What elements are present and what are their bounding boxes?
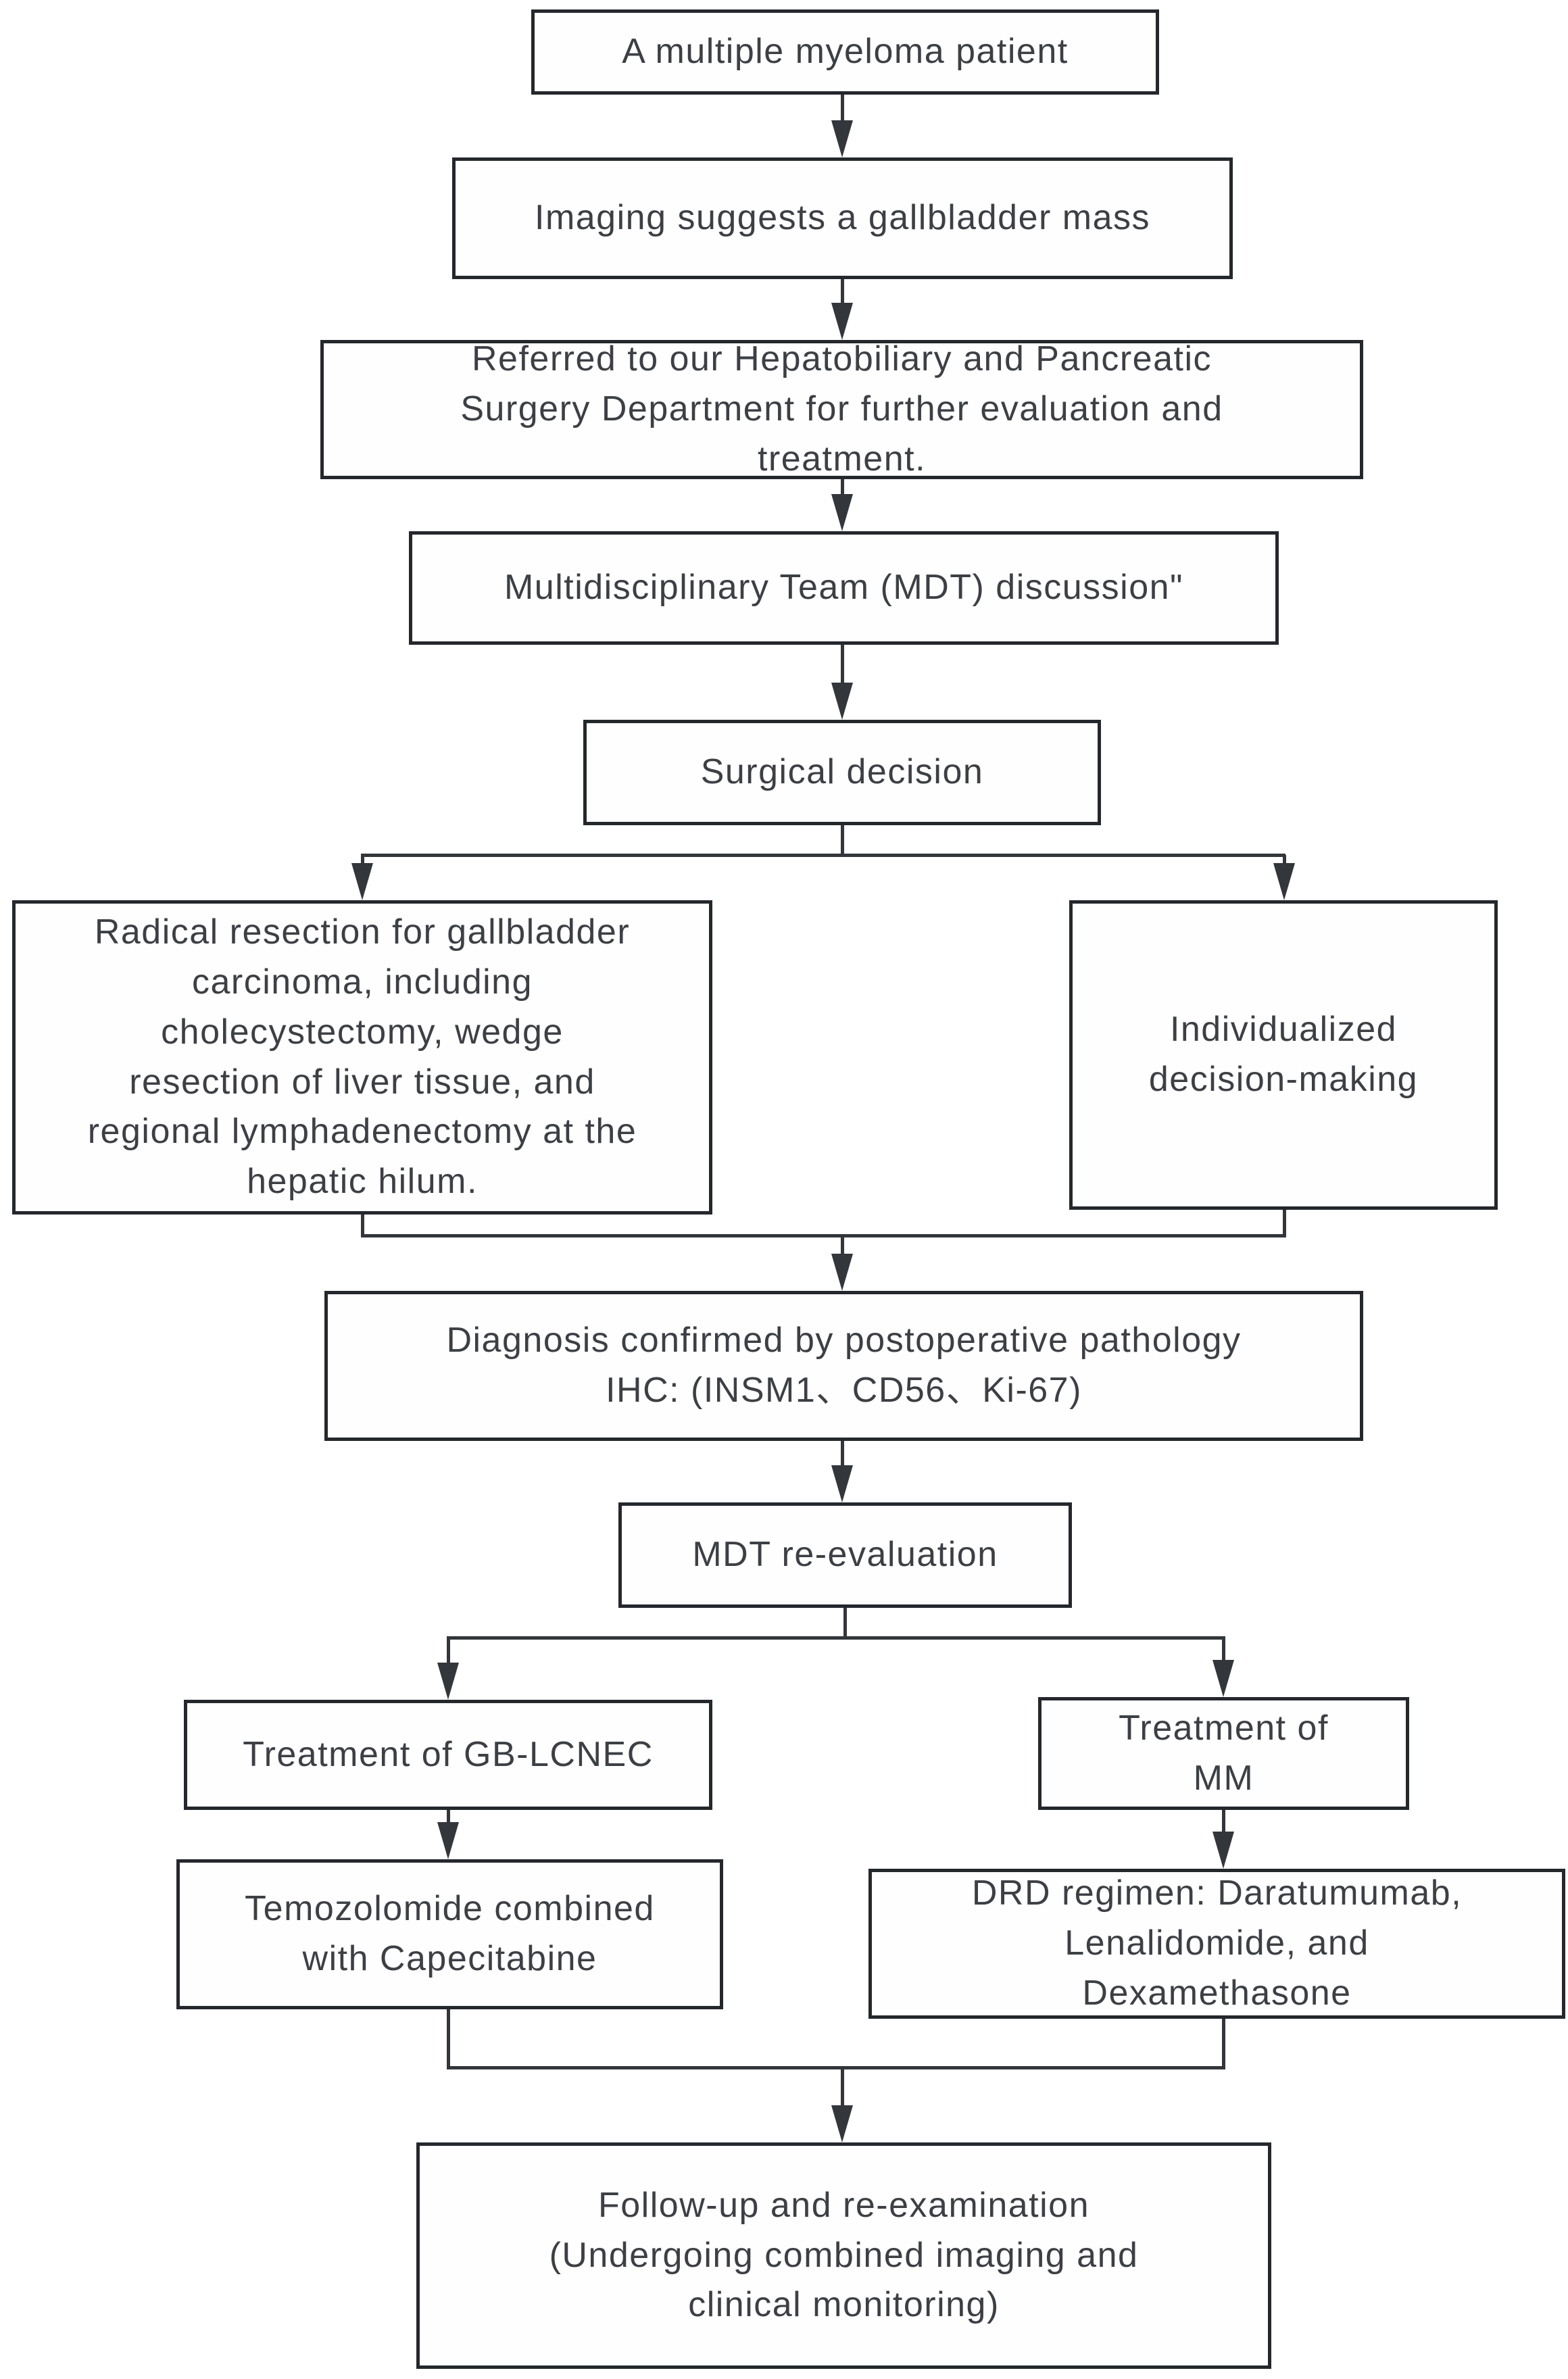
edge-line-merge-n14 (841, 2068, 844, 2107)
arrowhead-n1-n2 (831, 120, 853, 157)
arrowhead-n4-n5 (831, 683, 853, 720)
node-text: resection of liver tissue, and (129, 1062, 595, 1102)
edge-split-bar-treatment (447, 1636, 1225, 1640)
arrowhead-n3-n4 (831, 494, 853, 531)
node-text: with Capecitabine (302, 1939, 597, 1978)
node-text: A multiple myeloma patient (622, 32, 1069, 72)
arrowhead-n10-n12 (437, 1822, 459, 1859)
node-text: cholecystectomy, wedge (161, 1012, 564, 1052)
node-mdt-re-evaluation: MDT re-evaluation (618, 1502, 1072, 1608)
edge-line-n6-merge (361, 1215, 364, 1237)
arrowhead-n11-n13 (1212, 1832, 1234, 1869)
node-referred-hepatobiliary: Referred to our Hepatobiliary and Pancre… (320, 339, 1363, 479)
node-text: MM (1193, 1758, 1254, 1798)
node-text: carcinoma, including (191, 962, 533, 1002)
node-treatment-mm: Treatment of MM (1038, 1697, 1409, 1810)
edge-line-merge-n8 (841, 1236, 844, 1255)
arrowhead-merge-n14 (831, 2105, 853, 2142)
node-text: Multidisciplinary Team (MDT) discussion" (504, 568, 1184, 608)
edge-line-n1-n2 (841, 95, 844, 122)
node-text: Treatment of GB-LCNEC (243, 1734, 654, 1774)
edge-merge-bar-pathology (361, 1234, 1285, 1237)
node-text: hepatic hilum. (247, 1162, 478, 1202)
node-mdt-discussion: Multidisciplinary Team (MDT) discussion" (409, 531, 1279, 645)
edge-merge-bar-followup (447, 2066, 1225, 2069)
node-treatment-gb-lcnec: Treatment of GB-LCNEC (184, 1700, 712, 1810)
arrowhead-split-n11 (1212, 1660, 1234, 1697)
node-text: Referred to our Hepatobiliary and Pancre… (471, 339, 1212, 379)
node-text: Imaging suggests a gallbladder mass (535, 198, 1150, 238)
node-text: Lenalidomide, and (1064, 1923, 1369, 1963)
node-follow-up: Follow-up and re-examination (Undergoing… (416, 2142, 1271, 2369)
node-individualized-decision: Individualized decision-making (1069, 900, 1498, 1210)
edge-line-n10-n12 (447, 1810, 450, 1823)
edge-line-n7-merge (1283, 1210, 1286, 1237)
node-text: DRD regimen: Daratumumab, (971, 1873, 1463, 1913)
node-text: clinical monitoring) (688, 2285, 1000, 2325)
node-text: (Undergoing combined imaging and (549, 2235, 1139, 2275)
edge-line-n12-merge (447, 2009, 450, 2069)
node-diagnosis-pathology: Diagnosis confirmed by postoperative pat… (324, 1291, 1363, 1441)
node-temozolomide-capecitabine: Temozolomide combined with Capecitabine (176, 1859, 723, 2009)
node-multiple-myeloma-patient: A multiple myeloma patient (531, 9, 1159, 95)
node-text: Surgery Department for further evaluatio… (460, 389, 1223, 429)
node-text: Dexamethasone (1082, 1973, 1352, 2013)
edge-line-n8-n9 (841, 1441, 844, 1467)
node-text: IHC: (INSM1、CD56、Ki-67) (606, 1371, 1082, 1410)
arrowhead-split-n7 (1273, 863, 1295, 900)
edge-split-bar-surgical (361, 854, 1285, 857)
arrowhead-split-n6 (351, 863, 373, 900)
edge-line-split-n10 (447, 1638, 450, 1664)
edge-line-split-n11 (1222, 1638, 1225, 1661)
arrowhead-split-n10 (437, 1663, 459, 1700)
node-surgical-decision: Surgical decision (583, 720, 1101, 825)
node-text: regional lymphadenectomy at the (87, 1112, 637, 1152)
edge-line-n11-n13 (1222, 1810, 1225, 1833)
edge-line-split-n7 (1283, 855, 1286, 864)
node-text: Radical resection for gallbladder (94, 912, 631, 952)
node-text: Diagnosis confirmed by postoperative pat… (446, 1321, 1242, 1360)
node-text: treatment. (757, 439, 927, 479)
node-text: Temozolomide combined (245, 1889, 655, 1929)
edge-line-n9-split (843, 1608, 847, 1639)
node-text: Treatment of (1119, 1708, 1329, 1748)
arrowhead-merge-n8 (831, 1254, 853, 1291)
node-text: MDT re-evaluation (692, 1535, 998, 1575)
edge-line-n5-split (841, 825, 844, 856)
node-text: Surgical decision (700, 752, 984, 792)
edge-line-n4-n5 (841, 645, 844, 684)
node-text: decision-making (1148, 1060, 1419, 1099)
edge-line-split-n6 (361, 855, 364, 864)
node-radical-resection: Radical resection for gallbladder carcin… (12, 900, 712, 1215)
edge-line-n13-merge (1222, 2019, 1225, 2069)
edge-line-n3-n4 (841, 479, 844, 495)
arrowhead-n8-n9 (831, 1465, 853, 1502)
node-drd-regimen: DRD regimen: Daratumumab, Lenalidomide, … (868, 1869, 1565, 2019)
arrowhead-n2-n3 (831, 303, 853, 340)
node-text: Follow-up and re-examination (597, 2185, 1089, 2225)
node-imaging-gallbladder-mass: Imaging suggests a gallbladder mass (452, 157, 1233, 279)
edge-line-n2-n3 (841, 279, 844, 304)
node-text: Individualized (1169, 1010, 1398, 1050)
